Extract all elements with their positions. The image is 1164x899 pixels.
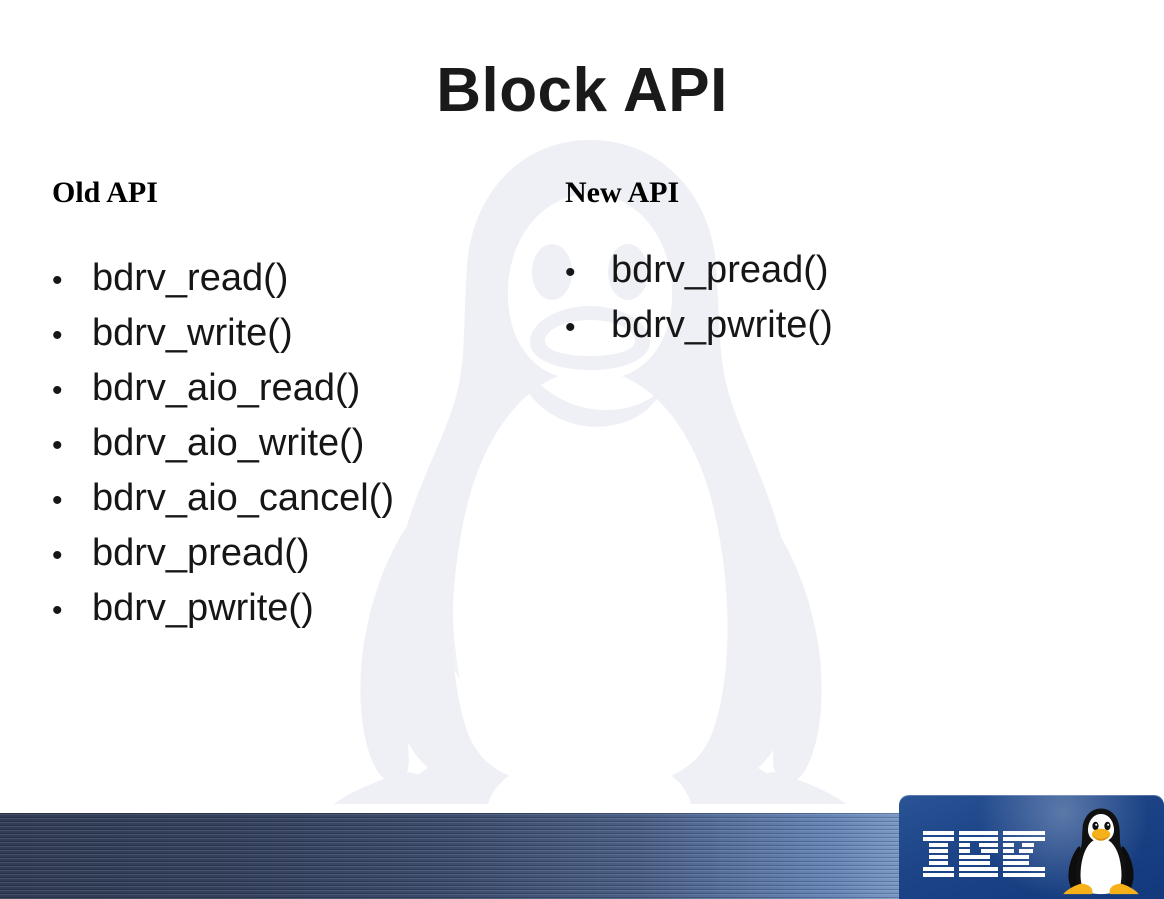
- logo-panel: [899, 795, 1164, 899]
- list-item-label: bdrv_aio_write(): [92, 421, 365, 464]
- list-item: • bdrv_pwrite(): [52, 589, 532, 644]
- list-item-label: bdrv_write(): [92, 311, 293, 354]
- list-item-label: bdrv_pwrite(): [611, 303, 833, 346]
- bullet-list-old: • bdrv_read() • bdrv_write() • bdrv_aio_…: [52, 259, 532, 644]
- bullet-dot-icon: •: [565, 310, 576, 344]
- list-item: • bdrv_pread(): [565, 251, 1125, 306]
- list-item: • bdrv_write(): [52, 314, 532, 369]
- list-item: • bdrv_pwrite(): [565, 306, 1125, 361]
- list-item-label: bdrv_aio_cancel(): [92, 476, 395, 519]
- list-item: • bdrv_pread(): [52, 534, 532, 589]
- list-item-label: bdrv_aio_read(): [92, 366, 361, 409]
- bullet-dot-icon: •: [52, 538, 63, 572]
- list-item: • bdrv_aio_read(): [52, 369, 532, 424]
- bullet-list-new: • bdrv_pread() • bdrv_pwrite(): [565, 251, 1125, 361]
- list-item-label: bdrv_pread(): [611, 248, 829, 291]
- list-item-label: bdrv_pwrite(): [92, 586, 314, 629]
- column-old-api: Old API • bdrv_read() • bdrv_write() • b…: [52, 176, 532, 644]
- bullet-dot-icon: •: [52, 373, 63, 407]
- bullet-dot-icon: •: [52, 483, 63, 517]
- column-heading-new: New API: [565, 176, 680, 209]
- ibm-striped-logo-icon: [923, 831, 1045, 879]
- list-item: • bdrv_read(): [52, 259, 532, 314]
- tux-penguin-icon: [1055, 803, 1147, 895]
- column-new-api: New API • bdrv_pread() • bdrv_pwrite(): [565, 176, 1125, 361]
- bullet-dot-icon: •: [52, 318, 63, 352]
- bullet-dot-icon: •: [52, 428, 63, 462]
- bullet-dot-icon: •: [52, 593, 63, 627]
- page-title: Block API: [436, 56, 728, 125]
- bullet-dot-icon: •: [565, 255, 576, 289]
- list-item: • bdrv_aio_write(): [52, 424, 532, 479]
- bullet-dot-icon: •: [52, 263, 63, 297]
- list-item-label: bdrv_read(): [92, 256, 289, 299]
- list-item-label: bdrv_pread(): [92, 531, 310, 574]
- column-heading-old: Old API: [52, 176, 158, 209]
- list-item: • bdrv_aio_cancel(): [52, 479, 532, 534]
